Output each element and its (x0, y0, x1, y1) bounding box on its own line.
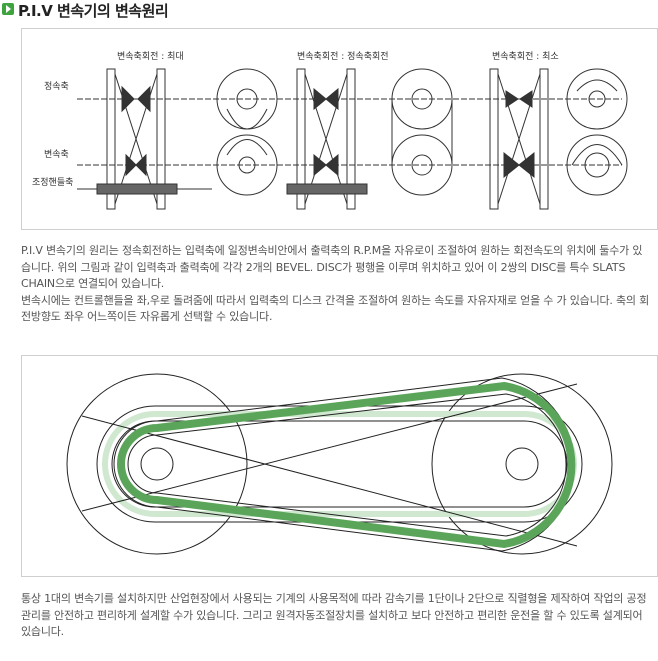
mechanism-diagram: 변속축회전 : 최대 변속축회전 : 정속축회전 변속축회전 : 최소 정속축 … (32, 51, 628, 210)
unit-min (489, 68, 628, 210)
unit-max (96, 68, 278, 210)
belt-figure (21, 355, 658, 577)
right-hub (505, 447, 539, 481)
label-handle-shaft: 조정핸들축 (32, 176, 73, 188)
left-pulley-outer (66, 373, 248, 555)
belt-diagram (66, 373, 613, 555)
label-max: 변속축회전 : 최대 (117, 51, 184, 62)
page-title: P.I.V 변속기의 변속원리 (18, 2, 169, 20)
label-min: 변속축회전 : 최소 (492, 51, 559, 62)
green-belt (117, 381, 576, 549)
play-bullet-icon (2, 3, 14, 15)
label-const: 변속축회전 : 정속축회전 (297, 51, 389, 62)
left-hub (140, 447, 174, 481)
principle-description: P.I.V 변속기의 원리는 정속회전하는 입력축에 일정변속비안에서 출력축의… (21, 243, 651, 326)
usage-description: 통상 1대의 변속기를 설치하지만 산업현장에서 사용되는 기계의 사용목적에 … (21, 591, 651, 641)
label-fixed-shaft: 정속축 (44, 81, 69, 92)
paragraph-2: 통상 1대의 변속기를 설치하지만 산업현장에서 사용되는 기계의 사용목적에 … (21, 592, 647, 638)
title-bar: P.I.V 변속기의 변속원리 (0, 0, 658, 20)
paragraph-1a: P.I.V 변속기의 원리는 정속회전하는 입력축에 일정변속비안에서 출력축의… (21, 244, 643, 290)
paragraph-1b: 변속시에는 컨트롤핸들을 좌,우로 돌려줌에 따라서 입력축의 디스크 간격을 … (21, 293, 650, 324)
mechanism-figure: 변속축회전 : 최대 변속축회전 : 정속축회전 변속축회전 : 최소 정속축 … (21, 28, 658, 230)
right-pulley-outer (431, 373, 613, 555)
unit-const (286, 68, 453, 210)
label-variable-shaft: 변속축 (44, 149, 69, 160)
